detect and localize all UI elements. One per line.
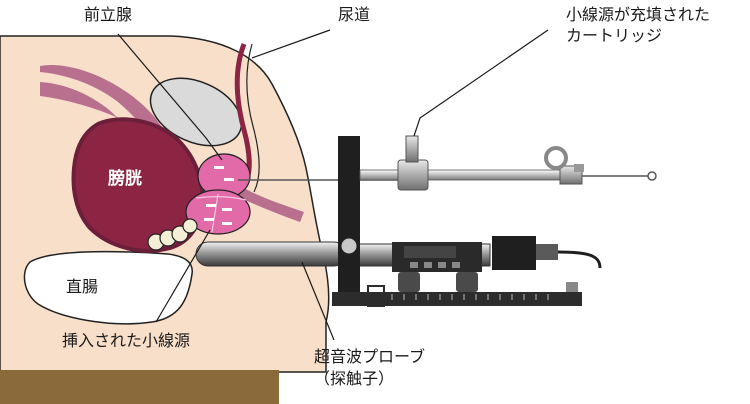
- rectum: [23, 250, 193, 325]
- bladder: [71, 117, 205, 253]
- plunger-knob: [574, 164, 584, 172]
- stepper-wheel-left: [398, 272, 420, 292]
- leader-prostate: [117, 33, 223, 161]
- plunger-tip: [647, 171, 657, 181]
- implanted-seeds: [204, 166, 234, 225]
- base-rail: [332, 292, 582, 306]
- prostate-divide: [195, 196, 247, 201]
- rail-ticks: [391, 294, 549, 300]
- probe-handle: [536, 244, 558, 260]
- label-probe-line2: （探触子）: [314, 369, 394, 388]
- cartridge-top: [405, 135, 419, 163]
- label-rectum: 直腸: [66, 277, 98, 296]
- vesicle: [182, 218, 198, 234]
- seed: [214, 166, 224, 169]
- seed: [222, 222, 232, 225]
- rail-bracket: [367, 285, 385, 307]
- table-floor: [0, 370, 279, 404]
- label-seeds: 挿入された小線源: [62, 331, 190, 350]
- label-cartridge-line2: カートリッジ: [566, 26, 662, 45]
- label-urethra: 尿道: [338, 5, 370, 24]
- leader-urethra: [251, 29, 331, 59]
- seed: [204, 218, 214, 221]
- template-knob: [340, 237, 358, 255]
- prostate: [185, 153, 251, 235]
- applicator-rod: [359, 169, 561, 181]
- seed: [206, 204, 216, 207]
- perineal-tissue: [236, 188, 304, 222]
- seed: [224, 178, 234, 181]
- probe-shaft: [195, 241, 347, 267]
- stepper-button: [424, 262, 432, 268]
- stepper-unit: [332, 136, 602, 307]
- stepper-button: [452, 262, 460, 268]
- prostate-lobe-lower: [185, 189, 251, 235]
- probe-clamp: [492, 236, 536, 270]
- seed: [222, 208, 232, 211]
- leader-seeds: [155, 229, 211, 323]
- cartridge-body: [397, 159, 429, 191]
- label-bladder: 膀胱: [108, 168, 142, 189]
- pelvic-tissue-lower: [40, 82, 118, 118]
- probe-cable: [557, 250, 602, 269]
- prostate-divide-2: [211, 193, 219, 233]
- seed-cartridge-applicator: [359, 135, 657, 191]
- template-plate: [338, 136, 360, 306]
- plunger-ring: [544, 146, 568, 170]
- label-cartridge-line1: 小線源が充填された: [566, 5, 710, 24]
- stepper-buttons: [410, 262, 460, 268]
- stepper-display: [404, 246, 456, 258]
- label-prostate: 前立腺: [84, 5, 132, 24]
- stepper-wheel-right: [456, 272, 478, 292]
- pubic-bone: [149, 77, 243, 147]
- stepper-button: [410, 262, 418, 268]
- label-probe-line1: 超音波プローブ: [314, 347, 425, 366]
- leader-cartridge: [413, 29, 549, 137]
- rail-end-block: [566, 282, 578, 292]
- seminal-vesicles: [147, 218, 198, 251]
- urethra-outline: [246, 43, 260, 193]
- stepper-button: [438, 262, 446, 268]
- leader-probe: [301, 261, 335, 341]
